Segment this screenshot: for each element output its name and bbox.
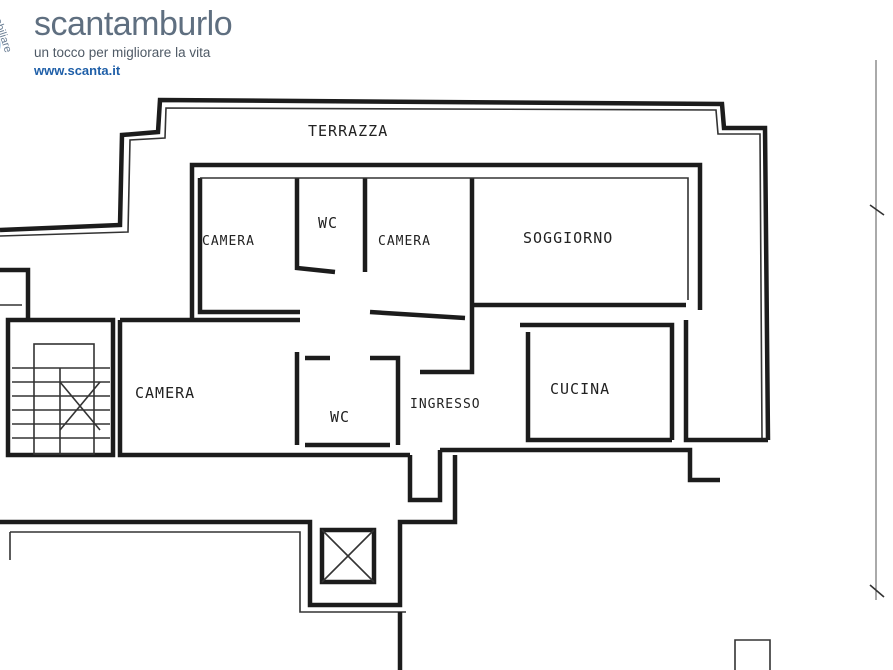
agency-logo[interactable]: mobiliare scantamburlo un tocco per migl… <box>0 0 240 85</box>
staircase <box>0 267 116 458</box>
label-soggiorno: SOGGIORNO <box>523 229 613 247</box>
logo-mark-icon <box>0 40 1 50</box>
label-wc-1: WC <box>318 214 338 232</box>
brand-url-link[interactable]: www.scanta.it <box>34 63 121 78</box>
label-camera-1: CAMERA <box>202 234 255 249</box>
brand-tagline: un tocco per migliorare la vita <box>34 45 211 60</box>
dimension-line <box>869 60 885 600</box>
label-ingresso: INGRESSO <box>410 397 481 412</box>
label-terrazza: TERRAZZA <box>308 122 388 140</box>
apartment-walls <box>117 162 768 483</box>
label-cucina: CUCINA <box>550 380 610 398</box>
label-camera-2: CAMERA <box>378 234 431 249</box>
terrace-perimeter <box>0 97 771 441</box>
entrance-corridor <box>0 450 771 670</box>
label-wc-2: WC <box>330 408 350 426</box>
label-camera-3: CAMERA <box>135 384 195 402</box>
brand-name: scantamburlo <box>34 5 233 43</box>
